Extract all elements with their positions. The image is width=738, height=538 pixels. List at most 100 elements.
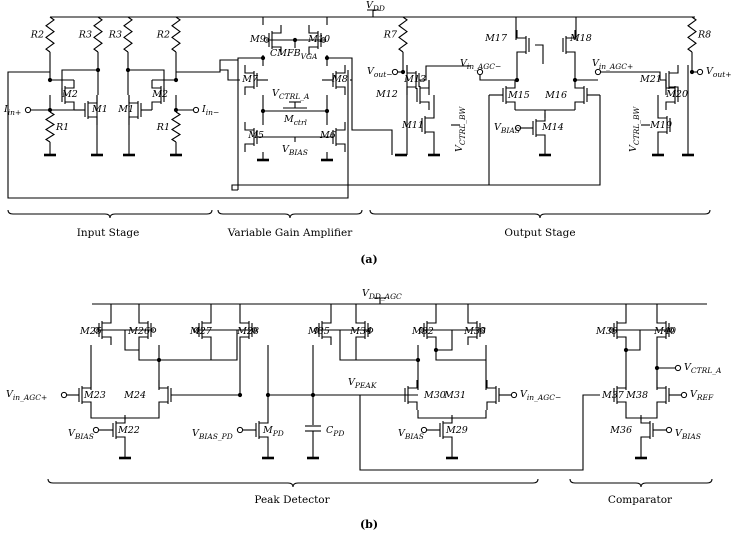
terminal-pin (60, 391, 68, 399)
mosfet-bottom-terminal (158, 401, 168, 410)
resistor: R2 (30, 16, 55, 53)
mosfet-top-terminal (151, 80, 161, 89)
device-label: M5 (247, 130, 264, 141)
mosfet-bottom-terminal (656, 401, 666, 410)
device-label: M28 (236, 326, 259, 337)
vbias2-label: VBIAS (398, 428, 424, 441)
junction-dot (173, 77, 179, 83)
resistor-zigzag (170, 111, 182, 143)
device-label: M39 (595, 326, 618, 337)
device-label: M30 (423, 390, 446, 401)
mosfet-top-terminal (467, 315, 477, 324)
mosfet-top-terminal (116, 415, 126, 424)
mosfet: M22 (102, 415, 140, 445)
vout-plus-label: Vout+ (706, 66, 732, 79)
mosfet: M15 (502, 80, 530, 110)
vin-agc-minus-label: Vin_AGC− (460, 58, 501, 71)
device-label: M17 (484, 33, 508, 44)
mosfet-top-terminal (202, 315, 212, 324)
resistor: R3 (108, 16, 133, 53)
mosfet: MPD (245, 415, 284, 445)
resistor-label: R1 (55, 122, 69, 133)
device-label: M14 (541, 122, 564, 133)
mosfet-bottom-terminal (536, 134, 546, 143)
device-label: M13 (403, 74, 426, 85)
section-brace (47, 478, 539, 488)
mosfet-top-terminal (102, 315, 112, 324)
mosfet-top-terminal (308, 25, 318, 34)
mosfet-top-terminal (486, 380, 496, 389)
resistor-label: R8 (697, 30, 711, 41)
mosfet-top-terminal (239, 315, 249, 324)
terminal-pin (594, 68, 602, 76)
mosfet-bottom-terminal (272, 46, 282, 55)
junction-dot (324, 108, 330, 114)
device-label: M31 (443, 390, 466, 401)
mosfet-top-terminal (506, 80, 516, 89)
section-brace (569, 478, 713, 488)
vbias3-label: VBIAS (675, 428, 701, 441)
vbias-out-label: VBIAS (494, 122, 520, 135)
wire (436, 330, 453, 351)
mosfet-bottom-terminal (506, 101, 516, 110)
wire (339, 330, 356, 361)
device-label: M2 (61, 89, 78, 100)
mosfet-bottom-terminal (244, 143, 254, 152)
resistor: R3 (78, 16, 103, 53)
mosfet-bottom-terminal (406, 86, 416, 95)
junction-dot (400, 69, 406, 75)
junction-dot (324, 55, 330, 61)
wire (626, 330, 641, 351)
mosfet: M7 (241, 65, 268, 95)
mosfet: M36 (609, 415, 664, 445)
caption-b: (b) (360, 518, 378, 531)
cpd-label: CPD (326, 425, 344, 438)
wire (419, 65, 470, 81)
device-label: M37 (601, 390, 625, 401)
vctrl-a-b-label: VCTRL_A (684, 362, 722, 375)
junction-dot (292, 37, 298, 43)
resistor-zigzag (123, 16, 133, 53)
device-label: M22 (117, 425, 140, 436)
mosfet: M16 (544, 80, 588, 110)
junction-dot (415, 357, 421, 363)
vin-agc-minus-b-label: Vin_AGC− (520, 389, 561, 402)
resistor-label: R3 (78, 30, 92, 41)
wire (176, 59, 238, 73)
junction-dot (433, 347, 439, 353)
mosfet-top-terminal (158, 380, 168, 389)
terminal-pin (192, 106, 200, 114)
mosfet-bottom-terminal (486, 401, 496, 410)
mosfet-top-terminal (669, 65, 679, 74)
mosfet-bottom-terminal (65, 101, 75, 110)
vdd-label: VDD (366, 0, 385, 13)
device-label: M15 (507, 90, 530, 101)
resistor-label: R2 (30, 30, 44, 41)
device-label: M36 (609, 425, 632, 436)
terminal-pin (476, 68, 484, 76)
mosfet-bottom-terminal (239, 336, 249, 345)
mosfet-top-terminal (138, 315, 148, 324)
mosfet-top-terminal (88, 95, 98, 104)
iin-plus-label: Iin+ (3, 104, 21, 117)
junction-dot (514, 77, 520, 83)
mosfet-bottom-terminal (427, 336, 437, 345)
mosfet: M8 (322, 65, 348, 95)
mosfet-bottom-terminal (259, 436, 269, 445)
section-label-peak-detector: Peak Detector (254, 494, 330, 506)
junction-dot (265, 392, 271, 398)
device-label: M26 (127, 326, 150, 337)
mosfet-top-terminal (617, 315, 627, 324)
mosfet: M2 (61, 80, 78, 110)
mosfet: M17 (484, 30, 530, 60)
resistor-zigzag (45, 16, 55, 53)
mosfet-top-terminal (244, 65, 254, 74)
feedback-wire (7, 70, 349, 199)
mosfet: M37 (601, 380, 627, 410)
section-brace (217, 209, 363, 219)
resistor: R2 (156, 16, 181, 53)
device-label: M1 (91, 104, 108, 115)
mosfet: M31 (443, 380, 500, 410)
device-label: M8 (331, 74, 348, 85)
